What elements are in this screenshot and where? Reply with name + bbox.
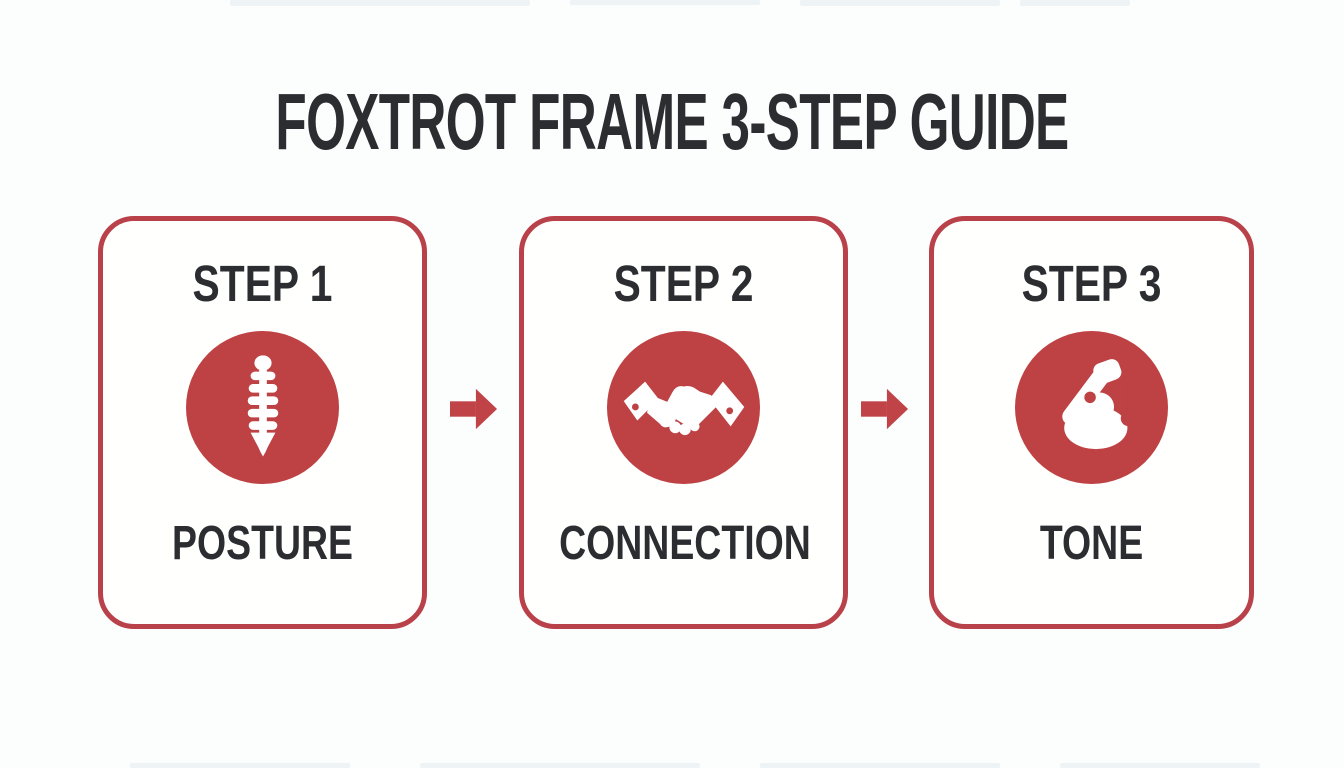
edge-artifact	[130, 763, 350, 768]
step-3-icon-circle	[1015, 331, 1168, 484]
edge-artifact	[420, 763, 700, 768]
step-1-heading: STEP 1	[192, 255, 333, 312]
spine-icon	[242, 351, 284, 464]
step-3-heading: STEP 3	[1021, 255, 1162, 312]
edge-artifact	[1020, 0, 1130, 6]
step-1-icon-circle	[186, 331, 339, 484]
step-card-connection: STEP 2	[519, 216, 848, 629]
step-2-icon-circle	[607, 331, 760, 484]
step-1-label: POSTURE	[172, 517, 353, 570]
step-card-tone: STEP 3	[929, 216, 1254, 629]
edge-artifact	[1060, 763, 1260, 768]
step-2-heading: STEP 2	[613, 255, 754, 312]
step-card-posture: STEP 1 POSTURE	[98, 216, 427, 629]
page-title: FOXTROT FRAME 3-STEP GUIDE	[275, 77, 1069, 166]
edge-artifact	[570, 0, 760, 5]
handshake-icon	[620, 370, 748, 445]
edge-artifact	[800, 0, 1000, 6]
right-arrow-icon	[861, 387, 909, 431]
edge-artifact	[760, 763, 1000, 768]
right-arrow-icon	[450, 387, 498, 431]
edge-artifact	[230, 0, 530, 6]
bicep-icon	[1046, 357, 1138, 458]
step-3-label: TONE	[1039, 517, 1144, 570]
step-2-label: CONNECTION	[559, 517, 811, 570]
